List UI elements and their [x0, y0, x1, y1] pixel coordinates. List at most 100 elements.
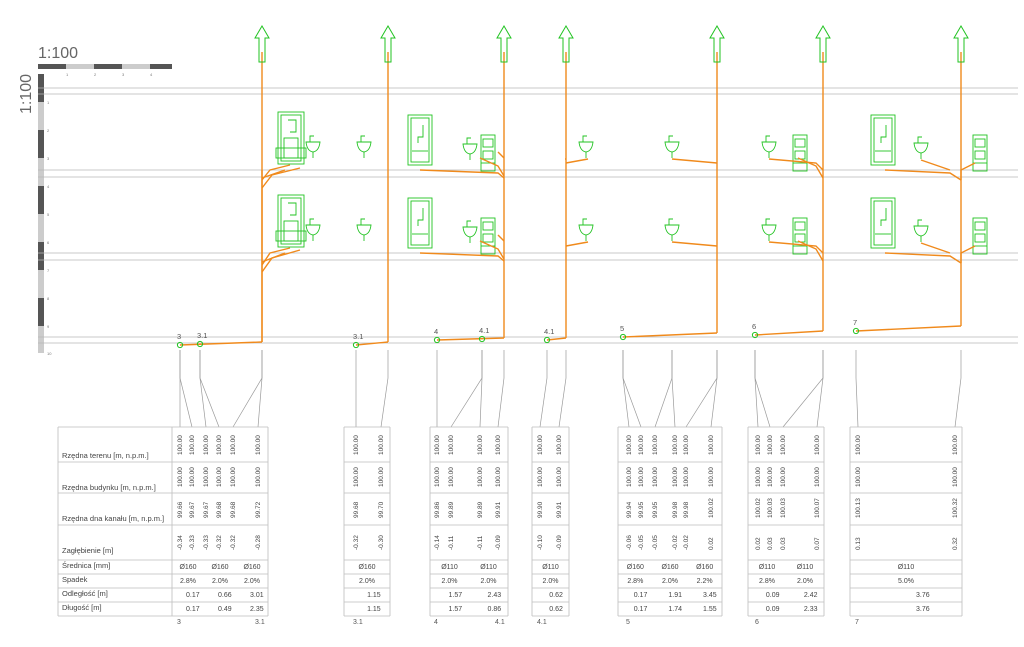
distance-value: 0.17: [186, 592, 200, 599]
drain-pipe-segment: [797, 240, 824, 262]
slope-value: 2.8%: [759, 578, 775, 585]
canal-bottom-elevation-value: 99.67: [189, 501, 196, 518]
terrain-elevation-value: 100.00: [434, 435, 441, 455]
depth-value: -0.02: [683, 535, 690, 550]
canal-bottom-elevation-value: 99.98: [672, 501, 679, 518]
building-elevation-value: 100.00: [255, 467, 262, 487]
node-marker-icon: [478, 335, 486, 343]
depth-value: -0.33: [203, 535, 210, 550]
slope-value: 2.8%: [627, 578, 643, 585]
diameter-value: Ø110: [542, 564, 559, 571]
node-marker-icon: [176, 341, 184, 349]
diameter-value: Ø110: [441, 564, 458, 571]
terrain-elevation-value: 100.00: [495, 435, 502, 455]
diameter-value: Ø110: [898, 564, 915, 571]
canal-bottom-elevation-value: 100.02: [708, 498, 715, 518]
length-value: 1.57: [449, 606, 463, 613]
drain-pipe-segment: [884, 252, 962, 264]
drain-pipe-segment: [179, 341, 263, 346]
terrain-elevation-value: 100.00: [683, 435, 690, 455]
vent-arrow-icon: [953, 25, 969, 63]
node-bottom-label: 4: [434, 619, 438, 626]
leader-line: [816, 350, 824, 428]
building-elevation-value: 100.00: [767, 467, 774, 487]
terrain-elevation-value: 100.00: [626, 435, 633, 455]
terrain-elevation-value: 100.00: [353, 435, 360, 455]
node-marker-icon: [619, 333, 627, 341]
drain-pipe-segment: [565, 241, 589, 247]
distance-value: 3.01: [250, 592, 264, 599]
node-label: 4: [434, 327, 438, 336]
drain-pipe-segment: [497, 151, 505, 159]
washbasin-icon: [761, 135, 777, 158]
node-marker-icon: [352, 341, 360, 349]
drain-pipe-segment: [754, 330, 824, 336]
node-bottom-label: 3.1: [255, 619, 265, 626]
length-value: 0.09: [766, 606, 780, 613]
depth-value: -0.09: [495, 535, 502, 550]
terrain-elevation-value: 100.00: [189, 435, 196, 455]
leader-line: [232, 350, 263, 428]
node-marker-icon: [196, 340, 204, 348]
scale-label-vertical: 1:100: [18, 74, 35, 114]
depth-value: -0.02: [672, 535, 679, 550]
washbasin-icon: [664, 218, 680, 241]
washbasin-icon: [356, 135, 372, 158]
building-elevation-value: 100.00: [638, 467, 645, 487]
drain-pipe-segment: [884, 169, 962, 181]
canal-bottom-elevation-value: 99.98: [683, 501, 690, 518]
vent-risers: [254, 25, 969, 342]
terrain-elevation-value: 100.00: [477, 435, 484, 455]
washbasin-icon: [462, 137, 478, 160]
building-elevation-value: 100.00: [203, 467, 210, 487]
leader-line: [257, 350, 263, 428]
drain-pipe-segment: [768, 241, 824, 254]
canal-bottom-elevation-value: 99.67: [203, 501, 210, 518]
building-elevation-value: 100.00: [755, 467, 762, 487]
washbasin-icon: [462, 220, 478, 243]
slope-value: 2.0%: [543, 578, 559, 585]
terrain-elevation-value: 100.00: [767, 435, 774, 455]
depth-value: 0.13: [855, 537, 862, 550]
scale-tick-label: 4: [47, 184, 50, 189]
distance-value: 2.43: [488, 592, 502, 599]
canal-bottom-elevation-value: 100.32: [952, 498, 959, 518]
building-elevation-value: 100.00: [672, 467, 679, 487]
scale-tick-label: 1: [47, 100, 50, 105]
node-bottom-label: 6: [755, 619, 759, 626]
drain-pipe-segment: [797, 157, 824, 179]
drain-pipe-segment: [546, 337, 567, 341]
canal-bottom-elevation-value: 99.86: [434, 501, 441, 518]
row-label-distance: Odległość [m]: [62, 589, 108, 598]
depth-value: -0.09: [556, 535, 563, 550]
building-elevation-value: 100.00: [177, 467, 184, 487]
terrain-elevation-value: 100.00: [378, 435, 385, 455]
diameter-value: Ø110: [759, 564, 776, 571]
leader-line: [479, 350, 483, 428]
washbasin-icon: [664, 135, 680, 158]
terrain-elevation-value: 100.00: [780, 435, 787, 455]
node-marker-icon: [751, 331, 759, 339]
canal-bottom-elevation-value: 99.70: [378, 501, 385, 518]
scale-tick-label: 8: [47, 296, 50, 301]
node-label: 3.1: [197, 331, 207, 340]
building-elevation-value: 100.00: [952, 467, 959, 487]
row-label-terrain: Rzędna terenu [m, n.p.m.]: [62, 451, 149, 460]
scale-tick-label: 2: [94, 72, 97, 77]
distance-value: 2.42: [804, 592, 818, 599]
distance-value: 1.57: [449, 592, 463, 599]
toilet-icon: [972, 217, 988, 255]
canal-bottom-elevation-value: 100.02: [755, 498, 762, 518]
depth-value: -0.14: [434, 535, 441, 550]
diameter-value: Ø160: [696, 564, 713, 571]
depth-value: -0.34: [177, 535, 184, 550]
node-label: 7: [853, 318, 857, 327]
profile-table-grid: [57, 426, 963, 617]
building-elevation-value: 100.00: [814, 467, 821, 487]
leader-line: [497, 350, 505, 428]
leader-line: [782, 350, 824, 428]
shower-cabin-icon: [870, 197, 896, 249]
canal-bottom-elevation-value: 99.68: [216, 501, 223, 518]
